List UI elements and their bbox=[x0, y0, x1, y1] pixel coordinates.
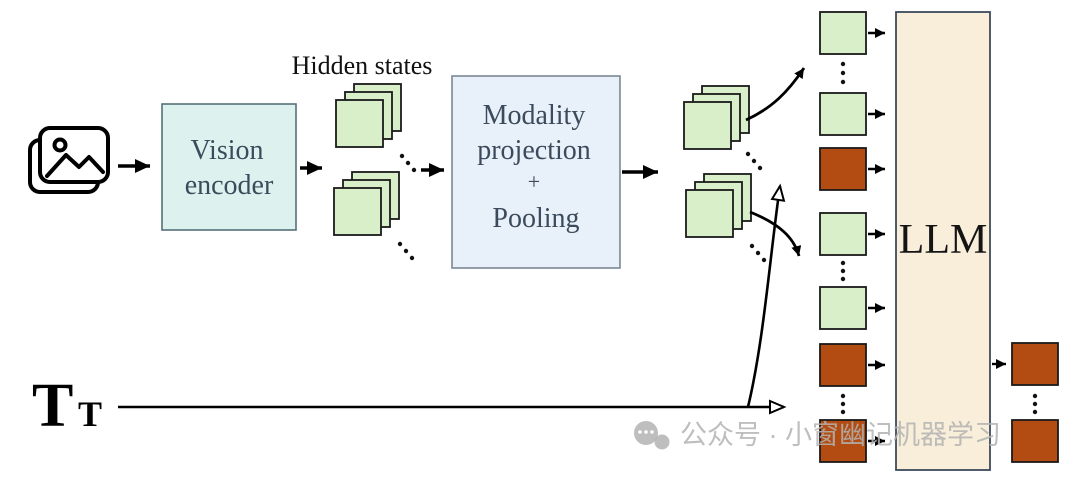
chat-bubbles-icon bbox=[634, 421, 670, 450]
text-token-2 bbox=[819, 343, 867, 387]
curve-image-tokens-bottom bbox=[749, 210, 802, 257]
vision-encoder-label: Vision encoder bbox=[185, 135, 274, 201]
text-input-symbol: T T bbox=[32, 372, 102, 440]
image-token-3 bbox=[819, 212, 867, 256]
image-token-2 bbox=[819, 92, 867, 136]
input-image-icon bbox=[28, 126, 110, 194]
watermark-text: 公众号 · 小窗幽记机器学习 bbox=[680, 420, 1001, 450]
modality-projection-label: Modality projection + Pooling bbox=[477, 100, 595, 234]
hidden-states-stack-top bbox=[335, 83, 402, 148]
output-token-2 bbox=[1011, 419, 1059, 463]
svg-text:T: T bbox=[78, 394, 102, 434]
modality-projection-box: Modality projection + Pooling bbox=[451, 75, 621, 269]
output-token-1 bbox=[1011, 342, 1059, 386]
ellipsis-dots bbox=[1032, 393, 1038, 415]
ellipsis-dots bbox=[399, 153, 417, 173]
text-token-branch bbox=[746, 186, 780, 408]
hidden-states-label: Hidden states bbox=[292, 51, 433, 80]
token-arrows bbox=[868, 28, 885, 446]
text-token-3 bbox=[819, 419, 867, 463]
projected-stack-top bbox=[683, 85, 750, 150]
ellipsis-dots bbox=[840, 260, 846, 282]
llm-box: LLM bbox=[895, 11, 991, 471]
svg-text:T: T bbox=[32, 372, 73, 440]
ellipsis-dots bbox=[745, 151, 763, 171]
curve-image-tokens-top bbox=[745, 67, 806, 122]
text-token-1 bbox=[819, 147, 867, 191]
ellipsis-dots bbox=[840, 393, 846, 415]
output-column bbox=[1011, 342, 1059, 463]
ellipsis-dots bbox=[749, 243, 767, 263]
watermark: 公众号 · 小窗幽记机器学习 bbox=[634, 420, 1001, 450]
ellipsis-dots bbox=[397, 241, 415, 261]
vision-encoder-box: Vision encoder bbox=[161, 103, 297, 231]
ellipsis-dots bbox=[840, 61, 846, 85]
llm-label: LLM bbox=[899, 217, 988, 263]
projected-stack-bottom bbox=[685, 173, 752, 238]
image-token-1 bbox=[819, 11, 867, 55]
hidden-states-stack-bottom bbox=[333, 171, 400, 236]
image-token-4 bbox=[819, 286, 867, 330]
token-column bbox=[819, 11, 867, 463]
